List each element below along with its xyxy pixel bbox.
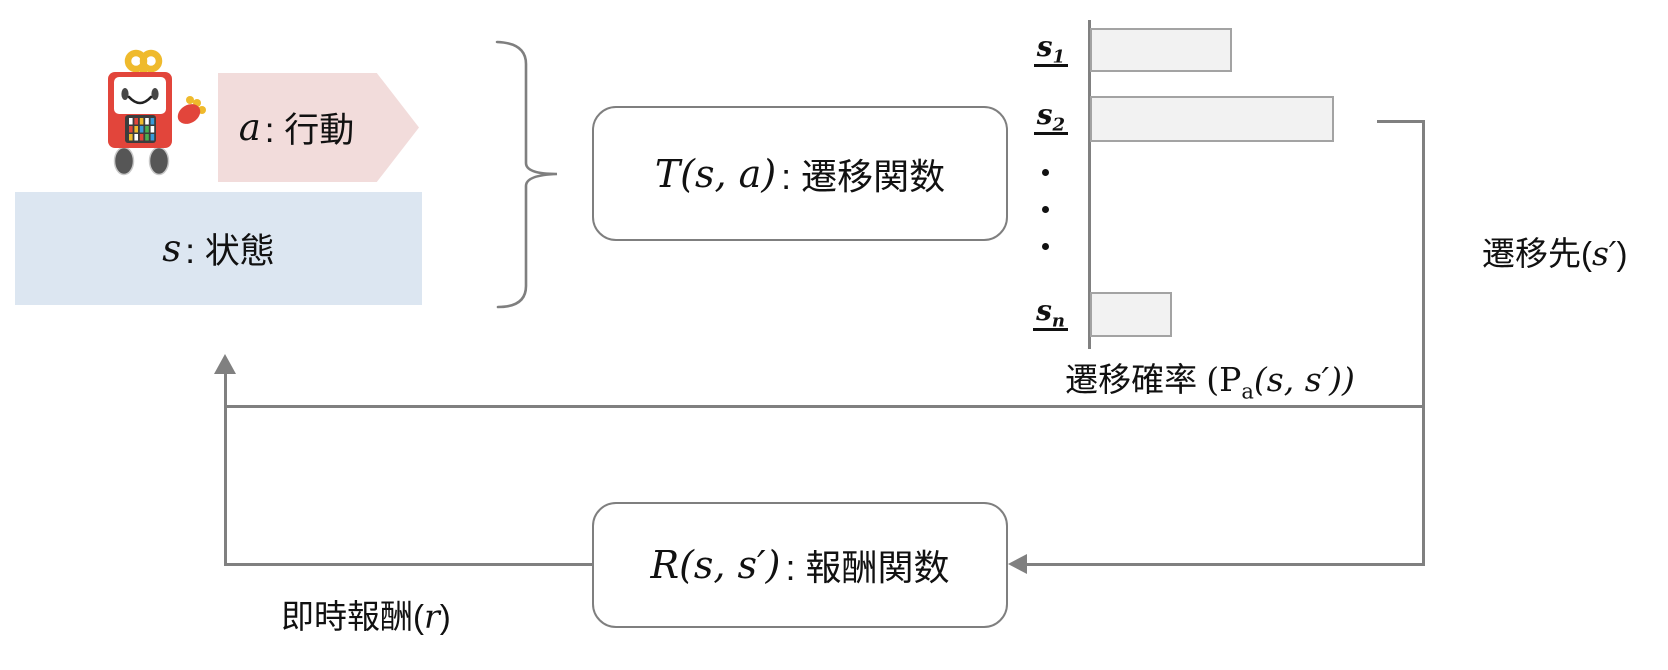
connector-left-vertical	[224, 373, 227, 566]
transition-formula: T(s, a)	[654, 151, 777, 196]
action-symbol: a	[238, 106, 261, 149]
transition-label: : 遷移関数	[781, 155, 946, 197]
connector-from-s2-bar	[1377, 120, 1424, 123]
connector-next-state-return	[224, 405, 1425, 408]
state-label: : 状態	[185, 232, 275, 271]
connector-right-vertical	[1422, 120, 1425, 566]
connector-into-reward-box	[1027, 563, 1425, 566]
state-symbol: s	[162, 227, 182, 270]
ellipsis-dot	[1042, 243, 1049, 250]
action-arrow: a: 行動	[218, 73, 419, 182]
bar-label-sn: sn	[1008, 297, 1068, 331]
reward-label: : 報酬関数	[785, 547, 950, 588]
ellipsis-dot	[1042, 169, 1049, 176]
transition-function-box: T(s, a): 遷移関数	[592, 106, 1008, 241]
robot-mascot-icon	[108, 49, 206, 176]
reward-formula: R(s, s′)	[650, 543, 781, 587]
immediate-reward-label: 即時報酬(r)	[281, 597, 451, 636]
ellipsis-dot	[1042, 206, 1049, 213]
prob-bar-sn	[1090, 292, 1172, 337]
state-box: s: 状態	[15, 192, 422, 305]
transition-prob-caption: 遷移確率 (Pa(s, s′))	[1065, 360, 1355, 404]
reward-function-box: R(s, s′): 報酬関数	[592, 502, 1008, 628]
prob-bar-s2	[1090, 96, 1334, 142]
action-label: : 行動	[264, 111, 355, 150]
connector-reward-out	[224, 563, 594, 566]
grouping-brace-icon	[495, 40, 558, 309]
transition-destination-label: 遷移先(s′)	[1482, 234, 1628, 273]
bar-label-s1: s1	[1008, 33, 1068, 67]
prob-bar-s1	[1090, 28, 1232, 72]
arrow-up-icon	[214, 354, 236, 374]
prob-chart-axis	[1088, 20, 1091, 349]
bar-label-s2: s2	[1008, 101, 1068, 135]
arrow-left-icon	[1008, 554, 1027, 574]
